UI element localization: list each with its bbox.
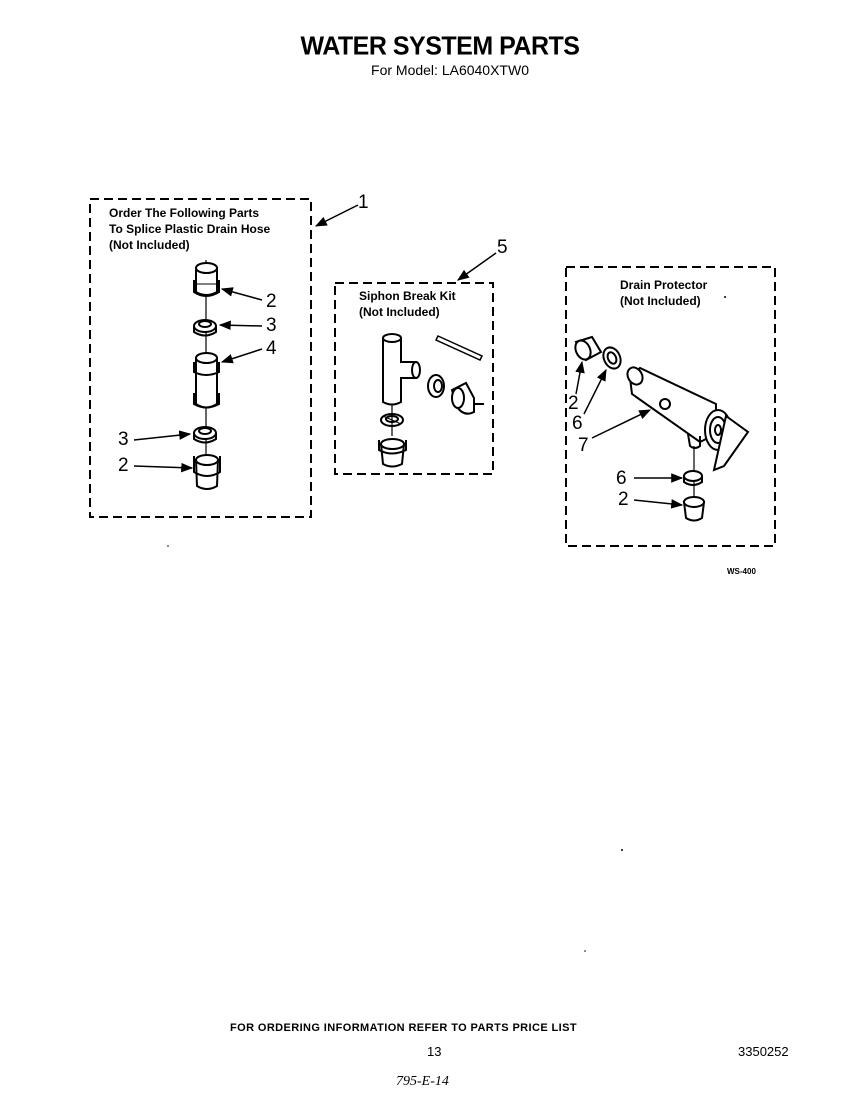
callout-6-top: 6 (572, 413, 583, 434)
callout-2-top: 2 (266, 291, 277, 312)
page-title: WATER SYSTEM PARTS (300, 31, 580, 61)
drain-ring-top (602, 346, 622, 370)
siphon-tee (382, 337, 417, 406)
drain-protector-box (565, 266, 776, 547)
drain-callout-leaders (575, 360, 684, 509)
siphon-label-line2: (Not Included) (359, 305, 440, 319)
page-number: 13 (427, 1044, 442, 1059)
clamp-part-top (193, 319, 217, 337)
siphon-kit-group (378, 333, 484, 468)
drain-cap-top (574, 335, 603, 362)
splice-parts-group (193, 260, 221, 490)
siphon-nut (427, 374, 445, 398)
ordering-info: FOR ORDERING INFORMATION REFER TO PARTS … (230, 1022, 577, 1034)
drain-body (626, 366, 750, 472)
handwritten-note: 795-E-14 (396, 1074, 449, 1089)
siphon-label-line1: Siphon Break Kit (359, 289, 456, 303)
callout-7: 7 (578, 435, 589, 456)
coupling-part (193, 352, 220, 409)
callout-2-drain-bottom: 2 (618, 489, 629, 510)
callout-6-bottom: 6 (616, 468, 627, 489)
model-subtitle: For Model: LA6040XTW0 (371, 62, 529, 78)
drain-label-line2: (Not Included) (620, 294, 701, 308)
callout-4: 4 (266, 338, 277, 359)
splice-label-line1: Order The Following Parts (109, 206, 260, 220)
connector-part-top (193, 262, 220, 297)
drain-ring-bottom (683, 470, 703, 486)
drain-cap-bottom (682, 496, 706, 522)
siphon-pin (434, 335, 484, 361)
part-number: 3350252 (738, 1044, 789, 1059)
splice-label-line3: (Not Included) (109, 238, 190, 252)
siphon-connector (378, 438, 407, 468)
callout-3-top: 3 (266, 315, 277, 336)
splice-label-line2: To Splice Plastic Drain Hose (109, 222, 271, 236)
clamp-part-bottom (193, 426, 217, 444)
connector-part-bottom (193, 454, 221, 490)
callout-5: 5 (497, 237, 508, 258)
callout-2-drain-top: 2 (568, 393, 579, 414)
figure-code: WS-400 (727, 567, 756, 576)
callout-1: 1 (358, 192, 369, 213)
callout-5-leader (457, 252, 497, 281)
siphon-valve (450, 381, 484, 415)
splice-parts-box (89, 198, 312, 518)
splice-callout-leaders (133, 204, 359, 473)
drain-label-line1: Drain Protector (620, 278, 708, 292)
siphon-kit-box (334, 282, 494, 475)
drain-protector-group (574, 335, 750, 522)
callout-2-bottom: 2 (118, 455, 129, 476)
callout-3-bottom: 3 (118, 429, 129, 450)
